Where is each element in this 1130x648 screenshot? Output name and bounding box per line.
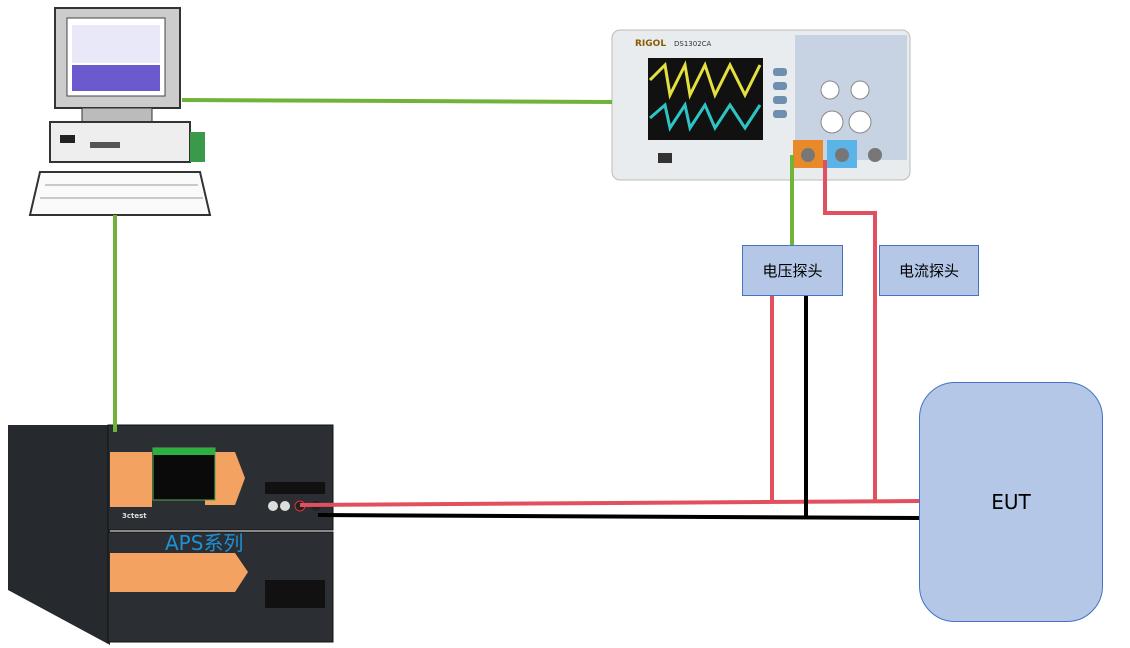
power-line [299,499,921,507]
return-line [317,513,921,520]
computer-icon [28,7,212,216]
3ctest-logo: 3ctest [122,512,147,520]
scope-current-probe-cable [823,160,877,502]
wiring [113,98,921,520]
oscilloscope-image [611,29,911,181]
pc-scope-cable [181,98,613,104]
scope-model: DS1302CA [674,40,712,48]
eut-box: EUT [919,382,1103,622]
current-probe-box: 电流探头 [879,245,979,296]
current-probe-label: 电流探头 [898,262,959,280]
rigol-logo: RIGOL [635,39,666,49]
voltage-probe-box: 电压探头 [742,245,843,296]
aps-power-source-image [8,424,334,645]
aps-series-label: APS系列 [165,531,244,555]
eut-label: EUT [991,490,1031,514]
voltage-probe-label: 电压探头 [762,262,823,280]
